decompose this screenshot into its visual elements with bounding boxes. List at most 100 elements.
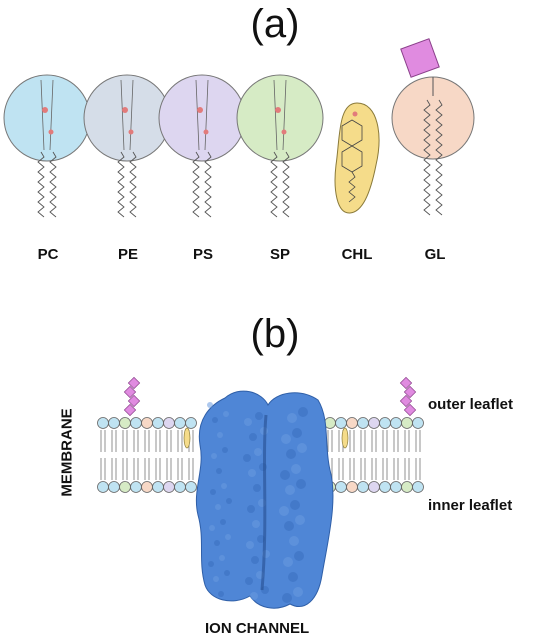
- inner-lipid-head: [185, 481, 197, 493]
- channel-surface-bump: [292, 428, 302, 438]
- inner-lipid: [163, 458, 175, 493]
- outer-lipid: [130, 417, 142, 452]
- channel-surface-bump: [252, 520, 260, 528]
- inner-lipid-tail: [371, 458, 377, 480]
- lipid-label-chl: CHL: [341, 246, 373, 263]
- inner-lipid-tail: [338, 458, 344, 480]
- lipid-tail-1: [117, 151, 125, 218]
- channel-surface-bump: [298, 407, 308, 417]
- outer-lipid-head: [357, 417, 369, 429]
- outer-lipid-head: [108, 417, 120, 429]
- sugar-unit: [399, 394, 413, 408]
- channel-surface-bump: [283, 557, 293, 567]
- channel-surface-bump: [209, 525, 215, 531]
- inner-lipid-head: [379, 481, 391, 493]
- membrane-cholesterol: [183, 427, 191, 449]
- channel-surface-bump: [248, 469, 256, 477]
- channel-surface-bump: [284, 521, 294, 531]
- channel-surface-bump: [216, 468, 222, 474]
- channel-surface-bump: [224, 570, 230, 576]
- inner-lipid: [335, 458, 347, 493]
- ion-channel-label: ION CHANNEL: [205, 620, 310, 637]
- channel-surface-bump: [221, 483, 227, 489]
- inner-leaflet-label: inner leaflet: [428, 497, 513, 514]
- outer-lipid: [368, 417, 380, 452]
- sugar-unit: [399, 376, 413, 390]
- inner-lipid-tail: [155, 458, 161, 480]
- channel-surface-bump: [294, 551, 304, 561]
- membrane-label: MEMBRANE: [58, 408, 76, 497]
- inner-lipid: [97, 458, 109, 493]
- channel-surface-bump: [245, 577, 253, 585]
- inner-lipid-tail: [100, 458, 106, 480]
- inner-lipid-head: [152, 481, 164, 493]
- outer-leaflet-label: outer leaflet: [428, 396, 514, 413]
- outer-lipid-head: [119, 417, 131, 429]
- channel-surface-bump: [280, 470, 290, 480]
- channel-surface-bump: [282, 593, 292, 603]
- inner-lipid: [368, 458, 380, 493]
- phosphate-atom: [275, 107, 281, 113]
- outer-lipid-tail: [349, 430, 355, 452]
- inner-lipid-head: [119, 481, 131, 493]
- inner-lipid-head: [390, 481, 402, 493]
- ester-atom: [48, 129, 54, 135]
- lipid-backbone: [273, 79, 287, 151]
- outer-lipid-tail: [166, 430, 172, 452]
- outer-lipid-tail: [111, 430, 117, 452]
- inner-lipid-tail: [349, 458, 355, 480]
- lipid-pe: [83, 74, 171, 218]
- sugar-unit: [127, 394, 141, 408]
- channel-surface-bump: [246, 541, 254, 549]
- inner-lipid-head: [141, 481, 153, 493]
- outer-lipid-tail: [415, 430, 421, 452]
- cholesterol-tail: [348, 171, 356, 203]
- outer-lipid: [412, 417, 424, 452]
- outer-lipid-head: [163, 417, 175, 429]
- lipid-tail-2: [49, 151, 57, 218]
- outer-lipid-tail: [382, 430, 388, 452]
- channel-pore-groove: [260, 414, 268, 591]
- channel-surface-bump: [279, 506, 289, 516]
- inner-lipid: [130, 458, 142, 493]
- membrane-cholesterol: [341, 427, 349, 449]
- channel-surface-bump: [286, 449, 296, 459]
- inner-lipid-tail: [122, 458, 128, 480]
- lipid-tail-1: [270, 151, 278, 218]
- inner-lipid: [119, 458, 131, 493]
- outer-lipid: [401, 417, 413, 452]
- lipid-label-gl: GL: [424, 246, 446, 263]
- channel-surface-bump: [247, 505, 255, 513]
- inner-lipid-tail: [166, 458, 172, 480]
- lipid-backbone: [120, 79, 134, 151]
- sugar-unit: [127, 376, 141, 390]
- lipid-gl: [391, 38, 475, 216]
- glycan-left: [123, 376, 141, 417]
- channel-surface-bump: [213, 576, 219, 582]
- channel-surface-bump: [220, 519, 226, 525]
- channel-surface-bump: [285, 485, 295, 495]
- inner-lipid: [185, 458, 197, 493]
- outer-lipid-head: [379, 417, 391, 429]
- outer-lipid: [97, 417, 109, 452]
- inner-lipid-tail: [360, 458, 366, 480]
- outer-lipid-tail: [393, 430, 399, 452]
- channel-surface-bump: [287, 413, 297, 423]
- outer-lipid-tail: [100, 430, 106, 452]
- sugar-unit: [403, 385, 417, 399]
- outer-lipid: [141, 417, 153, 452]
- inner-lipid: [108, 458, 120, 493]
- sugar-unit: [123, 385, 137, 399]
- panel-a-label: (a): [250, 2, 300, 46]
- inner-lipid-head: [401, 481, 413, 493]
- channel-surface-bump: [291, 464, 301, 474]
- channel-surface-bump: [223, 411, 229, 417]
- lipid-label-pc: PC: [37, 246, 59, 263]
- channel-surface-bump: [218, 591, 224, 597]
- outer-lipid-head: [335, 417, 347, 429]
- channel-surface-bump: [293, 587, 303, 597]
- outer-lipid-tail: [360, 430, 366, 452]
- channel-surface-bump: [297, 443, 307, 453]
- inner-lipid-head: [368, 481, 380, 493]
- lipid-sp: [236, 74, 324, 218]
